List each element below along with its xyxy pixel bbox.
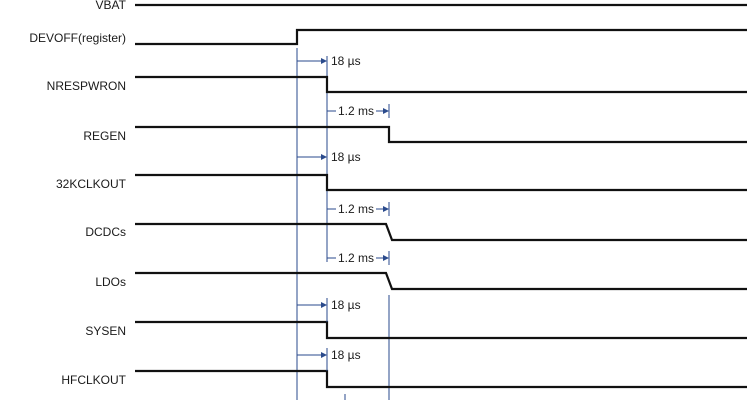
arrow-right-icon [383, 108, 389, 114]
timing-marker-6: 18 µs [297, 298, 361, 322]
waveform-ldos [135, 271, 747, 291]
waveform-nrespwron [135, 75, 747, 94]
arrow-right-icon [321, 154, 327, 160]
timing-marker-3: 18 µs [297, 150, 361, 164]
waveform-regen [135, 125, 747, 144]
arrow-right-icon [383, 206, 389, 212]
arrow-right-icon [321, 352, 327, 358]
signal-label-dcdcs: DCDCs [85, 225, 126, 239]
signal-label-nrespwron: NRESPWRON [47, 79, 126, 93]
timing-label-5: 1.2 ms [338, 251, 374, 265]
timing-label-4: 1.2 ms [338, 202, 374, 216]
arrow-right-icon [321, 302, 327, 308]
signal-label-hfclkout: HFCLKOUT [61, 373, 126, 387]
signal-label-sysen: SYSEN [85, 324, 126, 338]
timing-label-2: 1.2 ms [338, 104, 374, 118]
timing-label-1: 18 µs [331, 54, 361, 68]
timing-marker-7: 18 µs [297, 348, 361, 371]
arrow-right-icon [321, 58, 327, 64]
timing-label-6: 18 µs [331, 298, 361, 312]
signal-label-regen: REGEN [83, 129, 126, 143]
signal-label-ldos: LDOs [95, 275, 126, 289]
timing-marker-2: 1.2 ms [326, 97, 390, 118]
waveform-32kclkout [135, 173, 747, 192]
timing-marker-1: 18 µs [297, 54, 361, 68]
timing-marker-5: 1.2 ms [326, 246, 390, 265]
signal-label-32kclkout: 32KCLKOUT [56, 177, 127, 191]
timing-label-3: 18 µs [331, 150, 361, 164]
waveform-sysen [135, 320, 747, 340]
signal-label-vbat: VBAT [96, 0, 127, 12]
timing-label-7: 18 µs [331, 348, 361, 362]
waveform-hfclkout [135, 369, 747, 389]
waveform-dcdcs [135, 222, 747, 242]
timing-marker-4: 1.2 ms [326, 196, 390, 216]
arrow-right-icon [383, 255, 389, 261]
waveform-devoff [135, 28, 747, 46]
signal-label-devoff: DEVOFF(register) [29, 31, 126, 45]
